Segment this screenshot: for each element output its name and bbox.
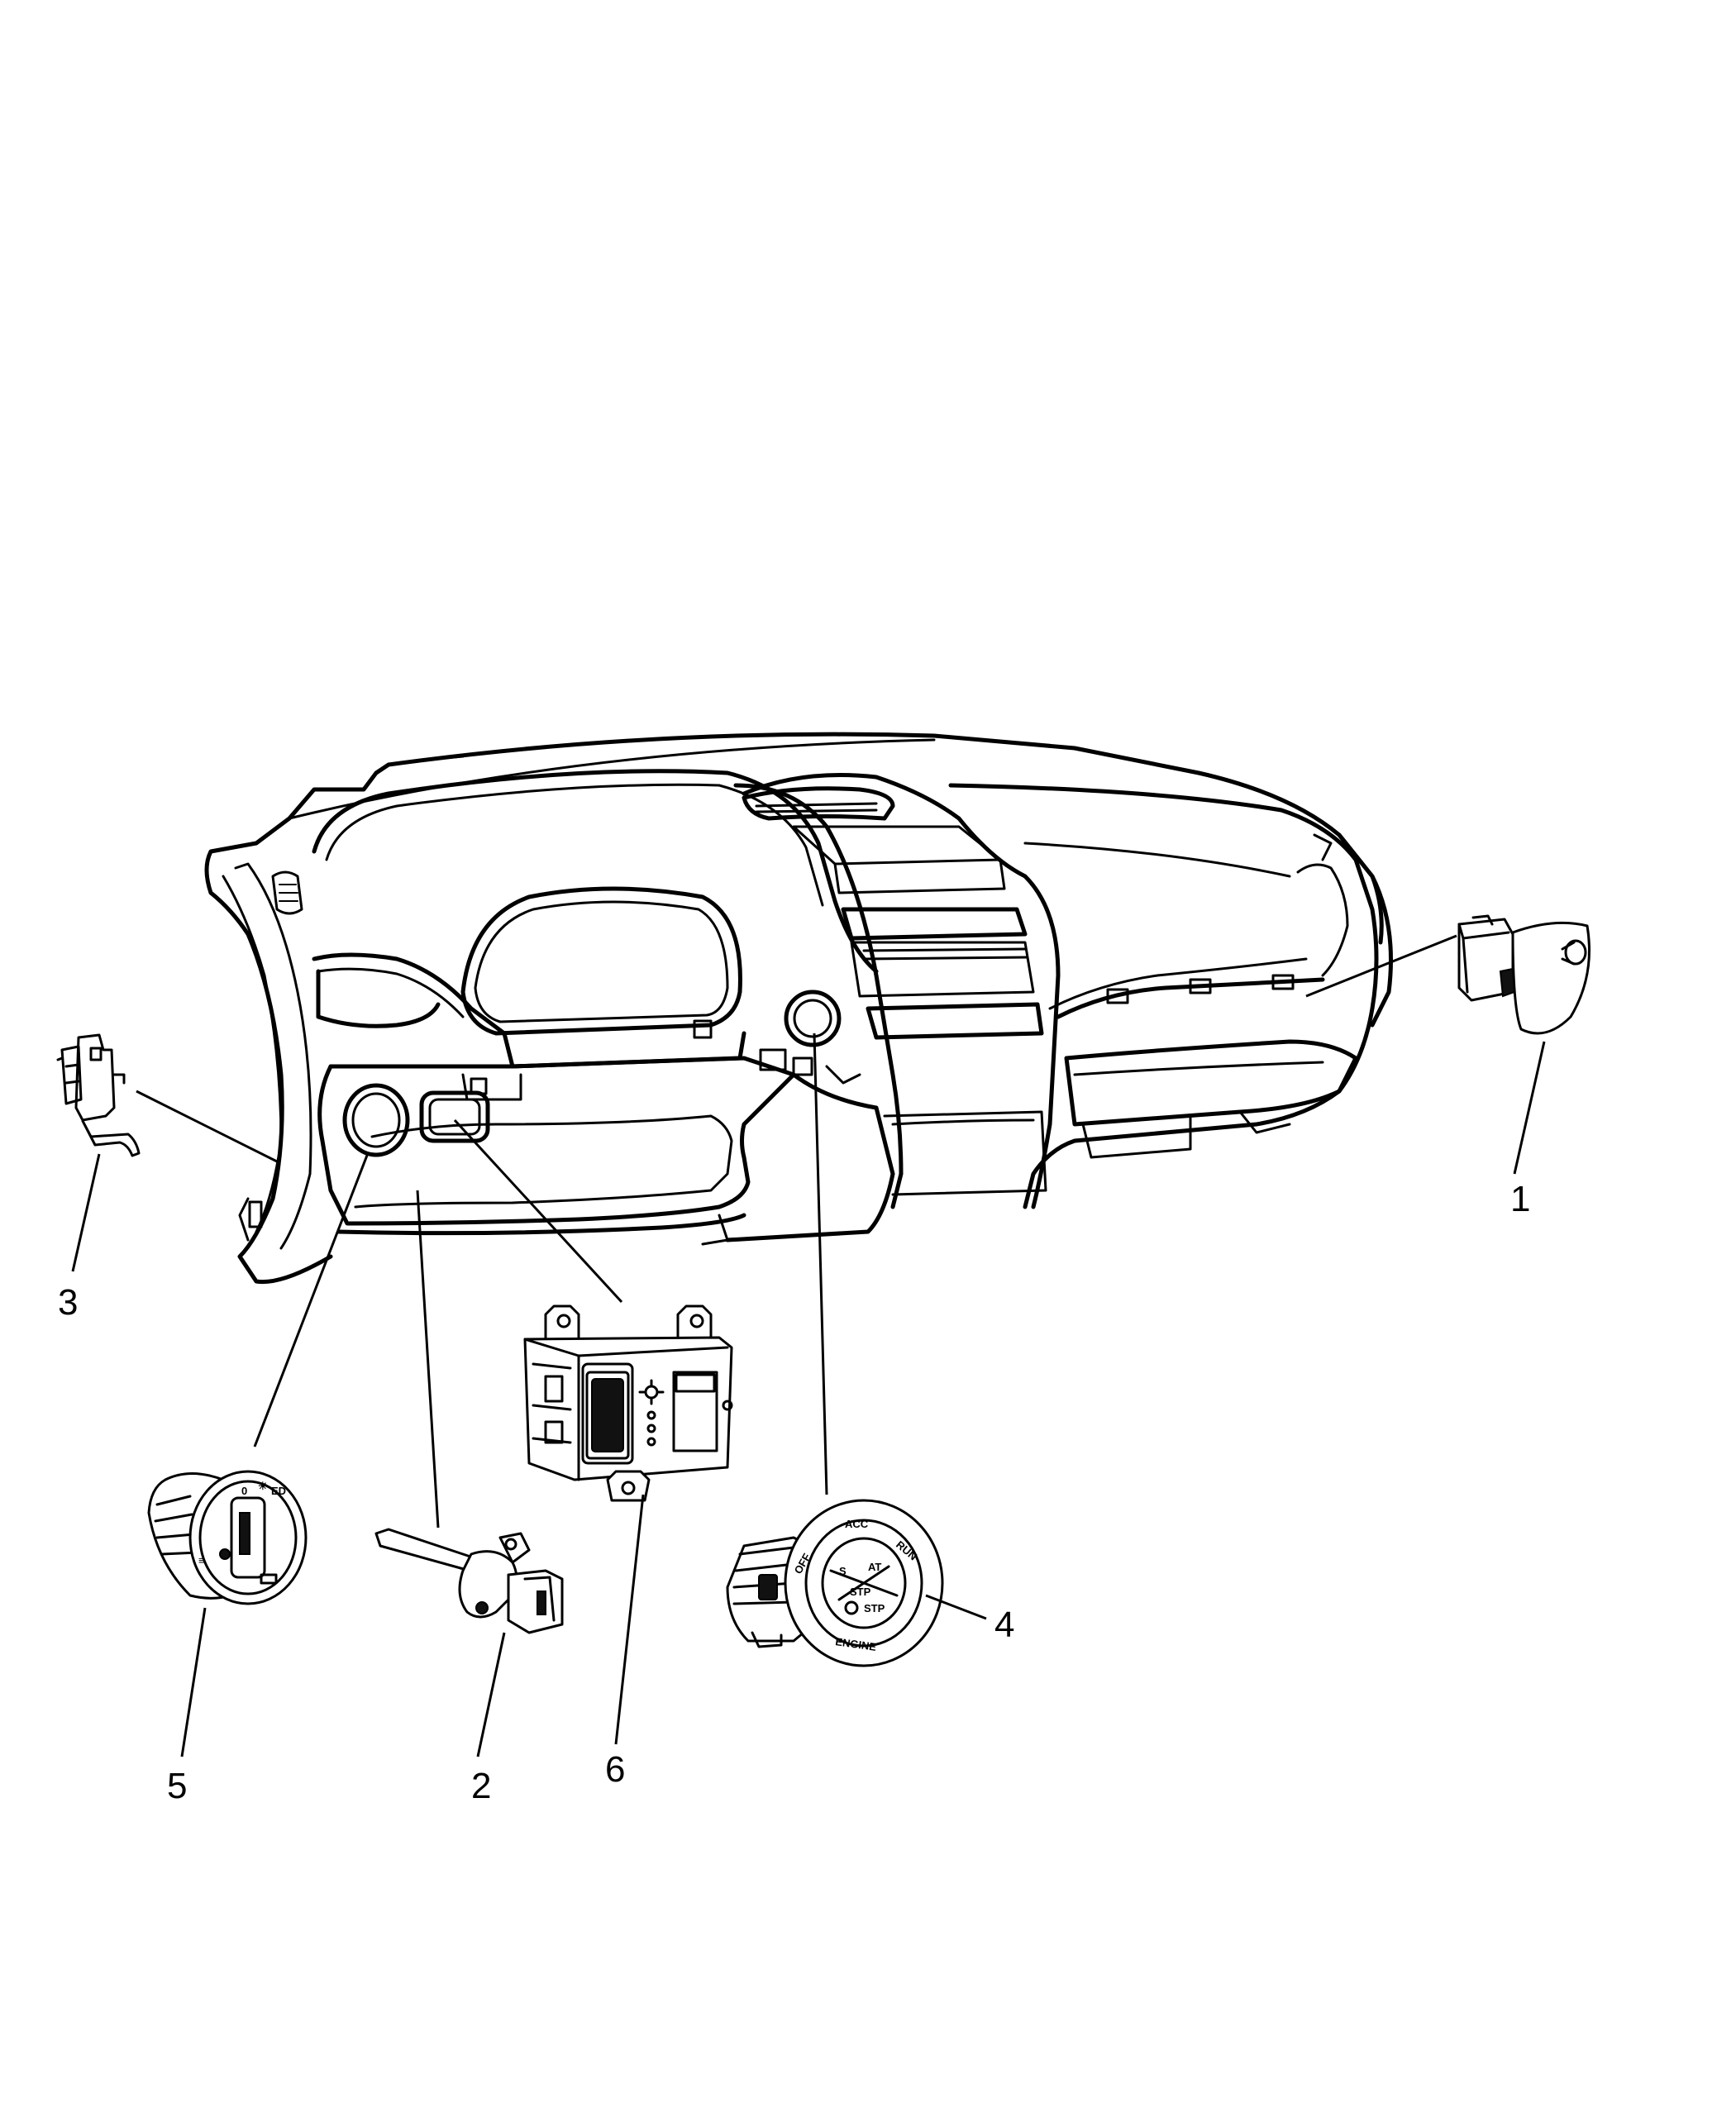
ignition-engine-label: ENGINE [835, 1635, 878, 1653]
leader-lines [71, 934, 1546, 1757]
instrument-panel [204, 732, 1393, 1285]
callout-5: 5 [167, 1766, 187, 1806]
svg-text:0: 0 [241, 1485, 247, 1497]
callout-2: 2 [471, 1766, 491, 1806]
part-3-bracket-switch [56, 1033, 141, 1157]
part-6-dimmer-switch [523, 1304, 733, 1502]
callout-numbers: 1 2 3 4 5 6 [58, 1179, 1530, 1806]
callout-6: 6 [605, 1749, 625, 1790]
svg-text:AT: AT [868, 1561, 881, 1573]
callout-1: 1 [1510, 1179, 1530, 1219]
callout-4: 4 [994, 1605, 1014, 1645]
svg-text:ED: ED [271, 1485, 286, 1497]
part-4-ignition-switch: S AT STP STP ACC RUN OFF ENGINE [726, 1499, 944, 1667]
svg-text:STP: STP [850, 1586, 871, 1598]
svg-text:S: S [839, 1565, 847, 1577]
part-2-lever-sensor [374, 1528, 564, 1634]
svg-text:☀: ☀ [258, 1480, 268, 1492]
part-5-headlamp-switch: 0 ☀ ED ≡ [147, 1470, 308, 1605]
part-1-push-button-switch [1457, 914, 1591, 1035]
svg-text:≡: ≡ [198, 1554, 205, 1567]
svg-text:STP: STP [864, 1602, 885, 1614]
callout-3: 3 [58, 1282, 78, 1323]
ignition-acc-label: ACC [845, 1518, 869, 1530]
